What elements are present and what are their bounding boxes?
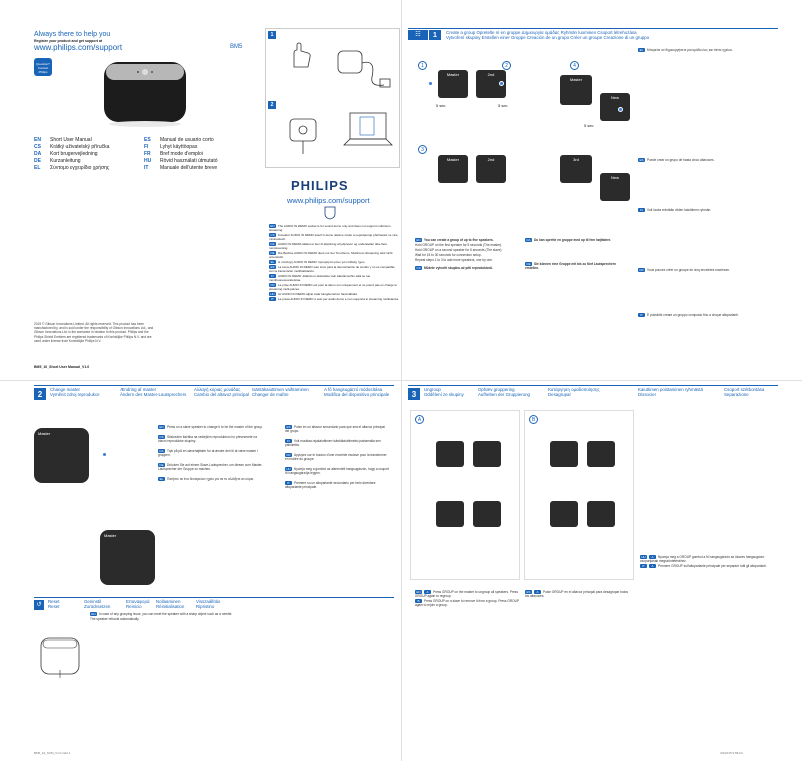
philips-shield-icon <box>324 206 336 225</box>
speaker-cable-illustration <box>336 39 396 99</box>
third-speaker-row2: 3rd <box>560 155 592 183</box>
master-speaker-row2: Master <box>438 155 468 183</box>
group-button-icon[interactable] <box>618 107 623 112</box>
master-speaker-large: Master <box>34 428 89 483</box>
speaker-a3 <box>436 501 464 527</box>
step-2-badge: 2 <box>268 101 276 109</box>
model-number: BM5 <box>230 44 243 50</box>
contact-badge: Question? Contact Philips <box>34 58 52 76</box>
tagline: Always there to help you <box>34 31 111 38</box>
section-1-subtitle: Vytvoření skupiny Erstellen einer Gruppe… <box>446 35 650 40</box>
step-grid: 1 2 <box>265 28 400 168</box>
master-speaker: Master <box>438 70 468 98</box>
section-2-number: 2 <box>34 388 46 400</box>
section-1-number: 1 <box>429 30 441 40</box>
reset-header: ↺ Reset Reset Geninstil Zurücksetzen Επα… <box>34 597 394 610</box>
ungroup-panel-a: A <box>410 410 520 580</box>
section-2-header: 2 Change master Vyměnit zdroj reprodukce… <box>34 385 394 400</box>
reset-icon: ↺ <box>34 600 44 610</box>
diagram-step-3: 3 <box>418 145 427 154</box>
speaker-b3 <box>550 501 578 527</box>
ungroup-panel-b: B <box>524 410 634 580</box>
master-speaker-2: Master <box>560 75 592 105</box>
press-time-label: 5 sec <box>436 103 446 108</box>
group-button-icon[interactable] <box>499 81 504 86</box>
group-button-icon[interactable] <box>102 452 107 457</box>
speaker-b1 <box>550 441 578 467</box>
setup-url[interactable]: www.philips.com/support <box>287 196 370 205</box>
section-3-number: 3 <box>408 388 420 400</box>
press-time-label-2: 5 sec <box>498 103 508 108</box>
new-speaker: New <box>600 93 630 121</box>
footer-left: BM5_10_SUM_V1.0.indd 1 <box>34 751 71 755</box>
speaker-a1 <box>436 441 464 467</box>
step-1-badge: 1 <box>268 31 276 39</box>
press-time-label-3: 5 sec <box>584 123 594 128</box>
diagram-step-1: 1 <box>418 61 427 70</box>
diagram-step-4: 4 <box>570 61 579 70</box>
speaker-b2 <box>587 441 615 467</box>
master-speaker-large-2: Master <box>100 530 155 585</box>
section-1-title: Create a group Opretelte ní en gruppe Δη… <box>446 30 637 35</box>
second-speaker-row2: 2nd <box>476 155 506 183</box>
diagram-step-2: 2 <box>502 61 511 70</box>
power-plug-icon <box>280 109 330 164</box>
page-divider-vertical <box>401 0 402 761</box>
reset-speaker-illustration <box>36 630 86 685</box>
product-image <box>100 50 190 130</box>
section-3-header: 3 Ungroup Oddělení ze skupiny Ophæv grup… <box>408 385 778 400</box>
footer-right: 3/4/2015 9:58:24 <box>720 751 743 755</box>
group-diagram: 1 2 4 3 Master 2nd Master New 5 sec 5 se… <box>410 55 635 230</box>
support-url[interactable]: www.philips.com/support <box>34 43 123 52</box>
cover-panel: Always there to help you Register your p… <box>0 0 265 380</box>
section-1-header: ☷ 1 Create a group Opretelte ní en grupp… <box>408 28 778 40</box>
laptop-icon <box>342 107 397 162</box>
brand-logo: PHILIPS <box>291 178 349 193</box>
hand-icon <box>286 41 316 76</box>
speaker-a2 <box>473 441 501 467</box>
group-button-icon[interactable] <box>428 81 433 86</box>
wifi-icon: ☷ <box>408 30 428 40</box>
speaker-a4 <box>473 501 501 527</box>
doc-id: BM5_10_Short User Manual_V1.0 <box>34 365 90 369</box>
speaker-b4 <box>587 501 615 527</box>
new-speaker-row2: New <box>600 173 630 201</box>
reset-note: The speaker reboots automatically. <box>90 617 140 621</box>
register-text: Register your product and get support at <box>34 39 103 43</box>
legal-text: 2015 © Gibson Innovations Limited. All r… <box>34 322 154 343</box>
